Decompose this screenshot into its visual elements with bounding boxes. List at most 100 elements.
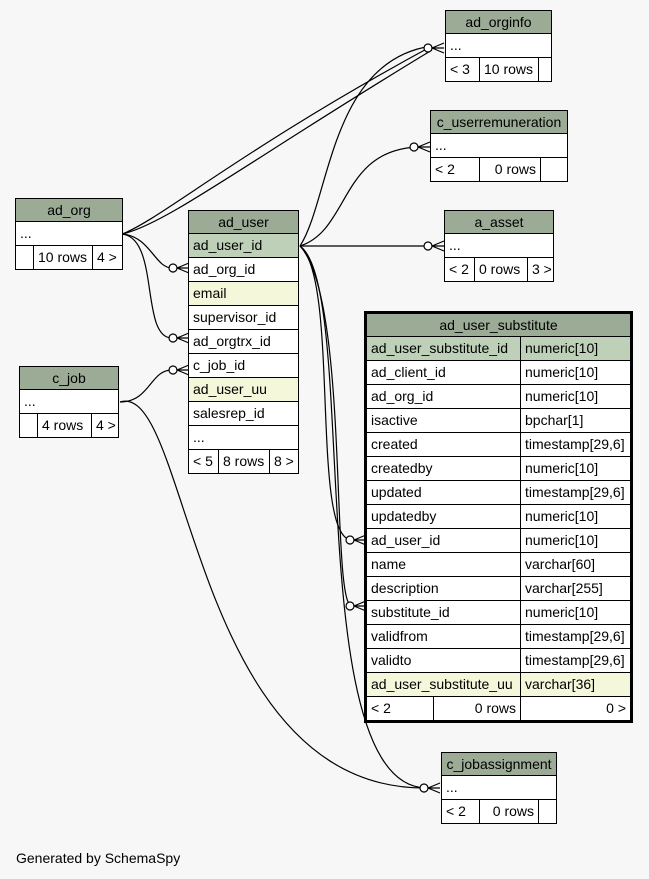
table-header[interactable]: c_job [19, 366, 119, 390]
table-a-asset[interactable]: a_asset ... < 2 0 rows 3 > [444, 210, 554, 282]
edge-ad-user-substitute-user [299, 245, 353, 541]
column-name: ad_org_id [371, 388, 434, 404]
table-row: ... [446, 779, 458, 795]
table-row: updatedby numeric[10] [366, 505, 631, 529]
column-name: ad_client_id [371, 364, 446, 380]
column-name: ad_user_id [371, 532, 441, 548]
table-row: ... [435, 137, 447, 153]
table-row: ad_user_id numeric[10] [366, 529, 631, 553]
column-type: numeric[10] [520, 361, 630, 384]
child-count: 8 > [269, 450, 298, 473]
table-row: name varchar[60] [366, 553, 631, 577]
table-ad-orginfo[interactable]: ad_orginfo ... < 3 10 rows [445, 10, 552, 82]
table-row: ad_org_id numeric[10] [366, 385, 631, 409]
table-ad-user[interactable]: ad_user ad_user_id ad_org_id email super… [188, 210, 299, 474]
column-type: timestamp[29,6] [520, 433, 630, 456]
table-row: c_job_id [193, 357, 246, 373]
column-type: numeric[10] [520, 601, 630, 624]
table-row: ... [193, 429, 205, 445]
column-type: numeric[10] [520, 457, 630, 480]
edge-ad-org-ad-orginfo-2 [121, 49, 433, 235]
child-count: 4 > [92, 246, 122, 269]
table-row: isactive bpchar[1] [366, 409, 631, 433]
column-name: updatedby [371, 508, 437, 524]
column-name: ad_user_substitute_uu [371, 676, 513, 692]
edge-c-job-c-jobassignment [119, 400, 427, 789]
column-type: varchar[60] [520, 553, 630, 576]
column-type: timestamp[29,6] [520, 625, 630, 648]
edge-ad-org-ad-user-orgtrx [121, 233, 173, 339]
column-name: validfrom [371, 628, 428, 644]
column-name: validto [371, 652, 412, 668]
table-row: email [193, 285, 227, 301]
table-ad-user-substitute[interactable]: ad_user_substitute ad_user_substitute_id… [364, 311, 633, 723]
table-header[interactable]: ad_org [15, 198, 123, 222]
table-header[interactable]: ad_orginfo [445, 10, 552, 34]
table-row: substitute_id numeric[10] [366, 601, 631, 625]
column-name: createdby [371, 460, 433, 476]
child-count [538, 58, 551, 81]
column-name: name [371, 556, 407, 572]
column-name: isactive [371, 412, 418, 428]
table-row: createdby numeric[10] [366, 457, 631, 481]
edge-c-job-ad-user [119, 369, 173, 403]
child-count [538, 800, 556, 823]
table-row: ad_orgtrx_id [193, 333, 271, 349]
parent-count: < 3 [450, 61, 470, 77]
table-row: created timestamp[29,6] [366, 433, 631, 457]
column-name: substitute_id [371, 604, 450, 620]
column-name: updated [371, 484, 422, 500]
row-count: 0 rows [474, 258, 527, 281]
table-row: ad_user_uu [193, 381, 267, 397]
table-c-jobassignment[interactable]: c_jobassignment ... < 2 0 rows [441, 752, 557, 824]
row-count: 10 rows [33, 246, 92, 269]
table-header[interactable]: ad_user [188, 210, 299, 234]
row-count: 4 rows [37, 414, 91, 437]
column-type: timestamp[29,6] [520, 649, 630, 672]
table-row: supervisor_id [193, 309, 277, 325]
table-row: updated timestamp[29,6] [366, 481, 631, 505]
table-header[interactable]: a_asset [444, 210, 554, 234]
table-row: ad_client_id numeric[10] [366, 361, 631, 385]
parent-count [20, 414, 37, 437]
table-row: ... [450, 37, 462, 53]
table-c-userremuneration[interactable]: c_userremuneration ... < 2 0 rows [430, 110, 568, 182]
parent-count: < 2 [446, 803, 466, 819]
edge-ad-org-ad-orginfo [121, 45, 433, 235]
row-count: 10 rows [479, 58, 538, 81]
child-count [540, 158, 567, 181]
table-header[interactable]: c_userremuneration [430, 110, 568, 134]
row-count: 0 rows [433, 697, 520, 720]
table-row: validto timestamp[29,6] [366, 649, 631, 673]
column-type: numeric[10] [520, 529, 630, 552]
table-row: ... [20, 225, 32, 241]
table-row: ad_user_id [193, 237, 263, 253]
edge-ad-org-ad-user-org [121, 233, 173, 269]
column-type: numeric[10] [520, 385, 630, 408]
table-row: validfrom timestamp[29,6] [366, 625, 631, 649]
parent-count: < 5 [193, 453, 213, 469]
column-type: numeric[10] [520, 337, 630, 360]
parent-count: < 2 [371, 700, 391, 716]
table-row: ad_org_id [193, 261, 256, 277]
table-ad-org[interactable]: ad_org ... 10 rows 4 > [15, 198, 123, 270]
table-header[interactable]: c_jobassignment [441, 752, 557, 776]
edge-ad-user-c-userremuneration [299, 146, 419, 247]
table-row: salesrep_id [193, 405, 265, 421]
column-type: timestamp[29,6] [520, 481, 630, 504]
row-count: 0 rows [479, 800, 538, 823]
column-name: created [371, 436, 418, 452]
child-count: 3 > [527, 258, 553, 281]
table-c-job[interactable]: c_job ... 4 rows 4 > [19, 366, 119, 438]
column-name: ad_user_substitute_id [371, 340, 508, 356]
child-count: 4 > [91, 414, 118, 437]
column-type: numeric[10] [520, 505, 630, 528]
table-header[interactable]: ad_user_substitute [366, 313, 631, 337]
table-row: ... [24, 393, 36, 409]
parent-count [16, 246, 33, 269]
column-type: bpchar[1] [520, 409, 630, 432]
edge-ad-user-c-jobassignment [299, 245, 427, 789]
